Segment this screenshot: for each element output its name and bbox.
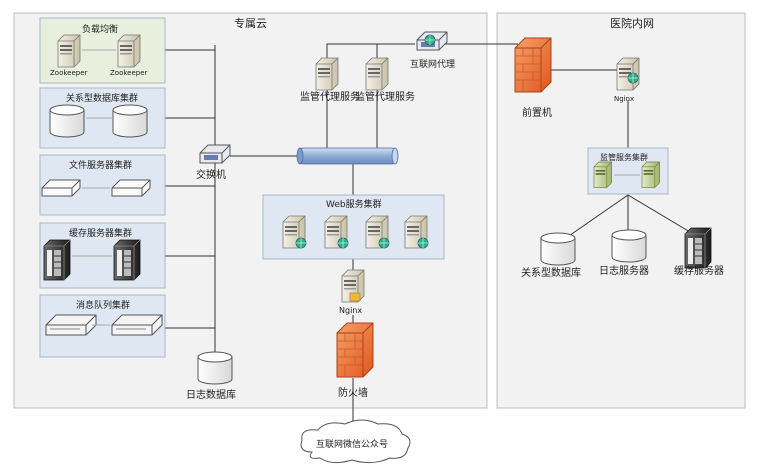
hospital-db-label: 关系型数据库 [521,266,581,279]
zookeeper-label-2: Zookeeper [110,69,148,77]
cluster-monitor: 监管服务集群 [587,147,669,195]
appliance-icon [111,314,163,336]
cluster-relational-db: 关系型数据库集群 [39,87,166,149]
monitor-proxy-label-1: 监管代理服务 [300,90,360,103]
cluster-load-balancer: 负载均衡 Zookeeper Zookeeper [39,17,166,84]
globe-icon [295,237,307,249]
zookeeper-label-1: Zookeeper [50,69,88,77]
globe-icon [627,72,639,84]
cluster-message-queue-label: 消息队列集群 [76,299,130,311]
cluster-cache-server-label: 缓存服务器集群 [69,227,132,239]
hospital-cache-rack-icon [684,227,712,269]
network-bus-icon [296,147,399,165]
flat-server-icon [111,179,151,197]
appliance-icon [45,314,97,336]
flat-server-icon [41,179,81,197]
monitor-server-icon [593,161,612,188]
cluster-file-server: 文件服务器集群 [39,154,166,216]
nginx-cloud-label: Nginx [339,306,362,315]
globe-icon [424,34,436,46]
globe-icon [378,237,390,249]
globe-icon [337,237,349,249]
monitor-proxy-server-icon [315,57,339,91]
cluster-cache-server: 缓存服务器集群 [39,222,166,289]
zookeeper-server-icon [117,34,141,68]
database-icon [49,104,85,138]
front-machine-label: 前置机 [522,106,552,119]
zookeeper-server-icon [57,34,81,68]
monitor-proxy-label-2: 监管代理服务 [355,90,415,103]
nginx-hospital-label: Nginx [614,95,634,103]
monitor-server-icon [641,161,660,188]
internet-proxy-label: 互联网代理 [410,59,455,70]
cluster-relational-db-label: 关系型数据库集群 [66,92,138,104]
hospital-db-icon [540,232,576,266]
log-database-icon [197,351,233,385]
front-machine-firewall-icon [514,37,552,93]
wechat-label: 互联网微信公众号 [316,438,388,450]
firewall-icon [336,322,374,378]
hospital-log-label: 日志服务器 [599,264,649,277]
switch-label: 交换机 [196,168,226,181]
cluster-monitor-label: 监管服务集群 [600,152,648,162]
firewall-label: 防火墙 [338,386,368,399]
cluster-file-server-label: 文件服务器集群 [69,159,132,171]
private-cloud-title: 专属云 [234,16,267,30]
cloud-icon [300,419,411,464]
cluster-load-balancer-label: 负载均衡 [82,23,118,35]
hospital-cache-label: 缓存服务器 [674,264,724,277]
log-database-label: 日志数据库 [186,388,236,401]
cluster-message-queue: 消息队列集群 [39,294,166,358]
cluster-web-label: Web服务集群 [326,198,382,210]
nginx-badge-icon [349,292,361,302]
rack-server-icon [113,239,141,281]
database-icon [112,104,148,138]
hospital-title: 医院内网 [610,16,654,30]
globe-icon [417,237,429,249]
rack-server-icon [43,239,71,281]
cluster-web: Web服务集群 [262,194,445,260]
hospital-log-server-icon [611,229,647,263]
monitor-proxy-server-icon [365,57,389,91]
